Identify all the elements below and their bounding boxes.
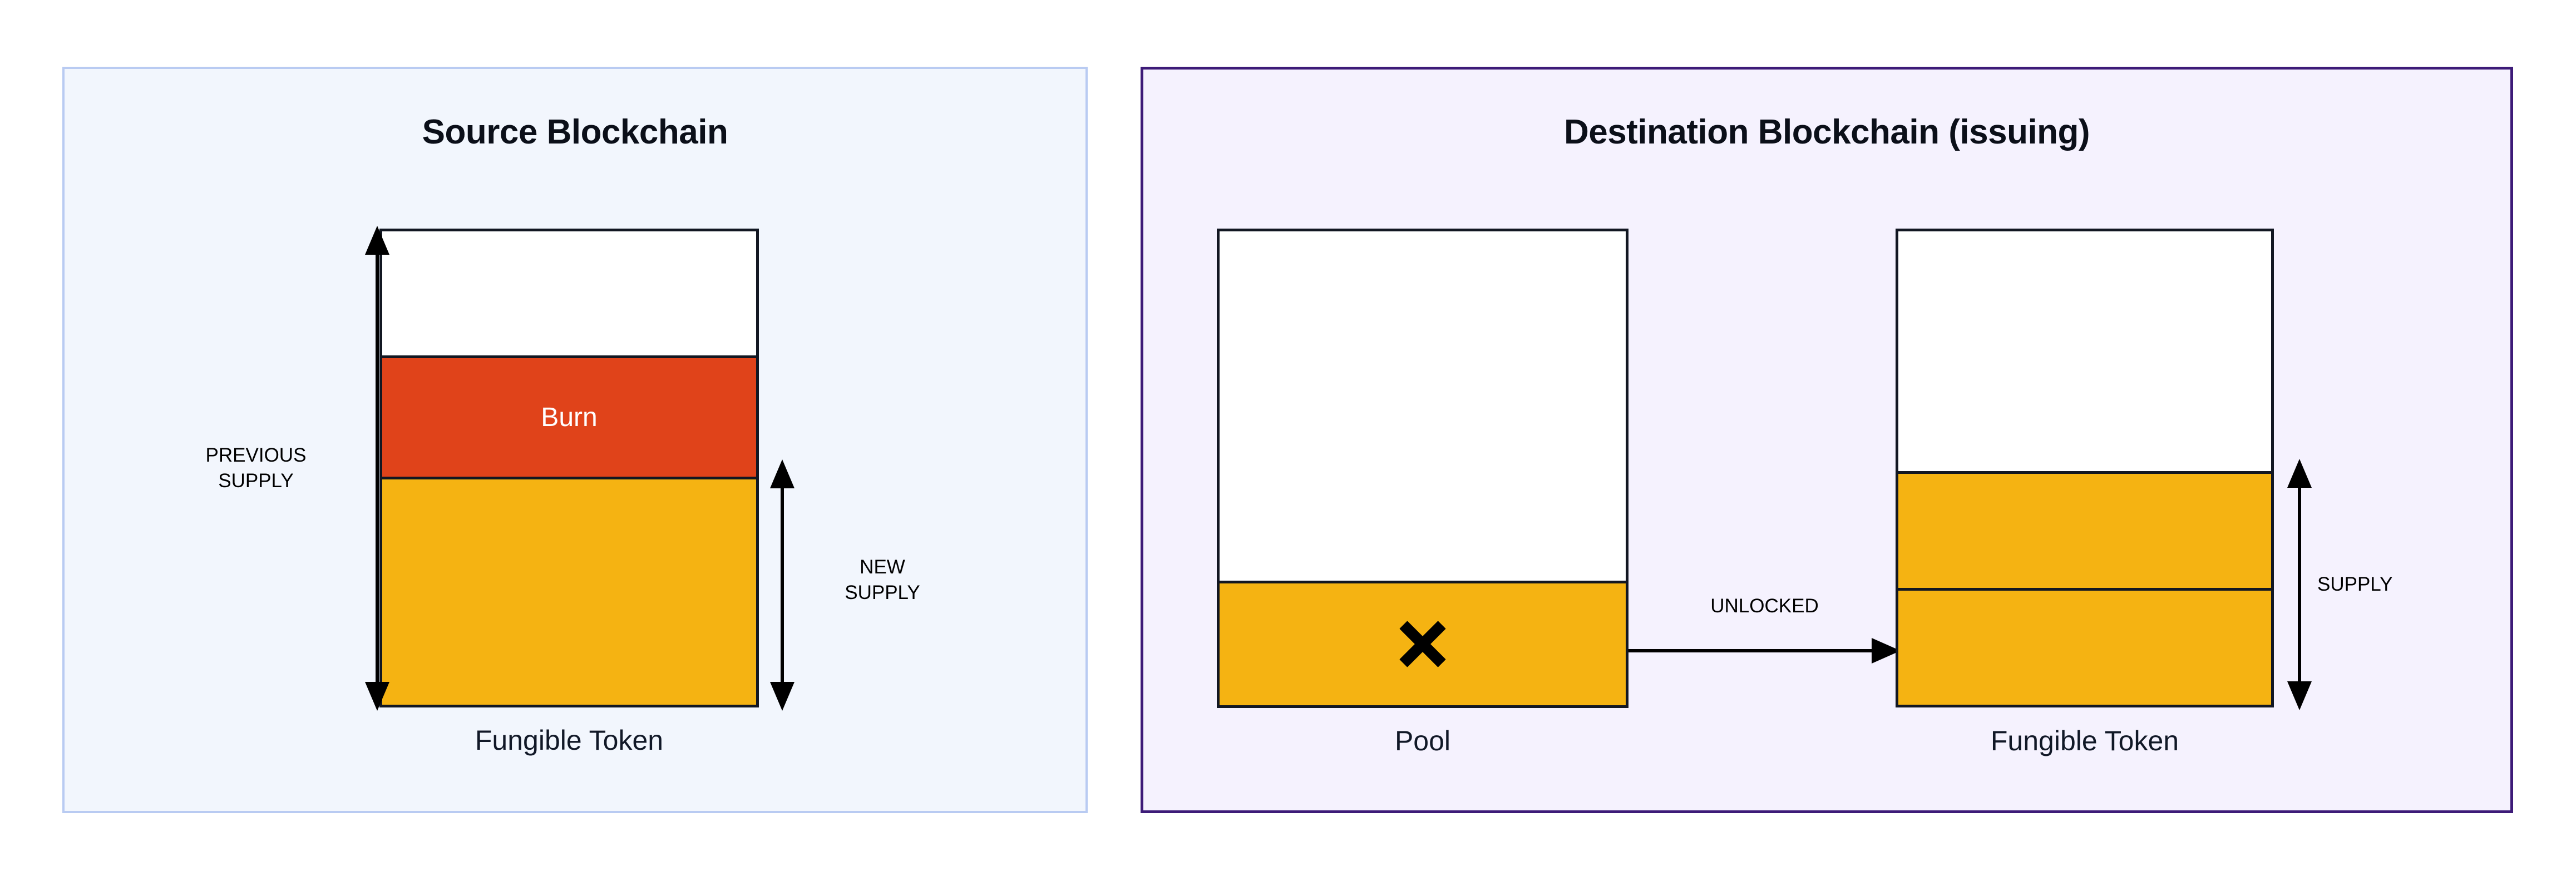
x-mark-icon <box>1392 613 1453 675</box>
previous-supply-measure-arrow <box>365 226 389 711</box>
destination-fungible-token-bar <box>1896 229 2274 707</box>
unlocked-label: UNLOCKED <box>1710 595 1819 617</box>
source-panel-title: Source Blockchain <box>422 113 728 151</box>
source-bar-segment-empty <box>382 231 756 355</box>
pool-bar-segment-locked <box>1220 580 1626 705</box>
unlocked-flow-arrow <box>1628 638 1901 664</box>
new-supply-measure-arrow <box>770 459 794 711</box>
supply-label: SUPPLY <box>2317 573 2393 595</box>
pool-bar <box>1217 229 1628 708</box>
pool-bar-segment-empty <box>1220 231 1626 581</box>
source-bar-segment-burn: Burn <box>382 355 756 477</box>
destination-panel-title: Destination Blockchain (issuing) <box>1563 113 2090 151</box>
destination-bar-segment-supply-existing <box>1898 587 2271 705</box>
previous-supply-label: PREVIOUS SUPPLY <box>205 444 307 492</box>
destination-fungible-token-caption: Fungible Token <box>1990 725 2179 756</box>
source-fungible-token-caption: Fungible Token <box>475 725 664 756</box>
burn-label: Burn <box>541 402 598 432</box>
destination-bar-segment-supply-minted <box>1898 471 2271 588</box>
pool-caption: Pool <box>1394 725 1451 756</box>
source-fungible-token-bar: Burn <box>379 229 759 707</box>
destination-blockchain-panel: Destination Blockchain (issuing) Pool UN… <box>1141 67 2513 813</box>
new-supply-label: NEW SUPPLY <box>845 556 920 604</box>
destination-bar-segment-empty <box>1898 231 2271 471</box>
supply-measure-arrow <box>2287 459 2312 710</box>
source-bar-segment-supply <box>382 476 756 705</box>
source-blockchain-panel: Source Blockchain Burn Fungible Token PR… <box>62 67 1088 813</box>
